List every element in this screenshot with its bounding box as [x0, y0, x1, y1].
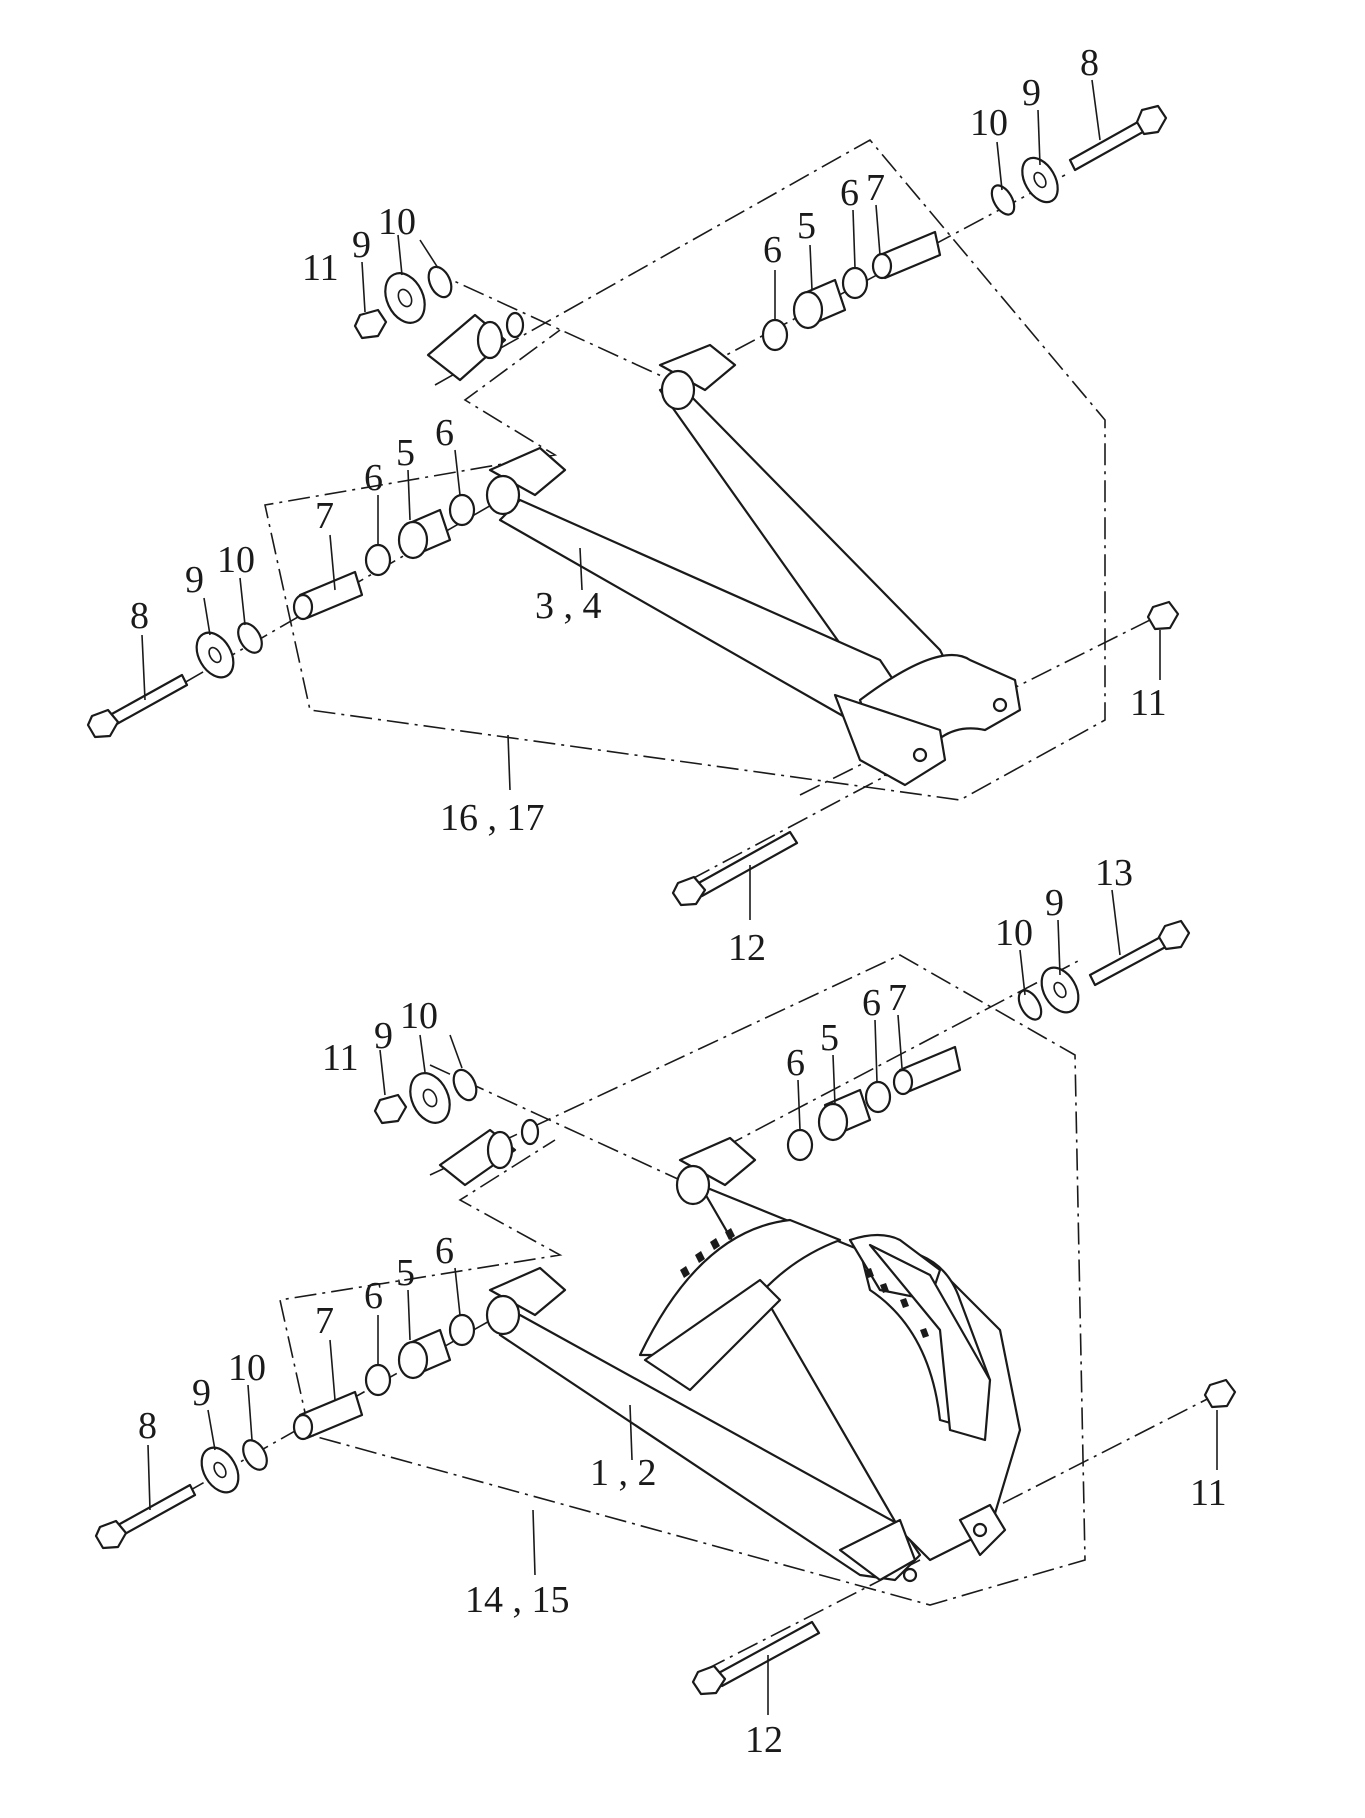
upper-arm-assembly: 8 10 9 6 5 6 7 11 9 10 7 6 5 6 8 9 10 3 … [86, 42, 1180, 969]
callout-upper-kit: 16 , 17 [440, 797, 545, 839]
callout-upper-8-left: 8 [130, 595, 149, 637]
upper-washer-9-far-left [195, 631, 235, 679]
callout-lower-10-right: 10 [995, 912, 1033, 954]
callout-lower-7-left: 7 [315, 1300, 334, 1342]
lower-kit-boundary [279, 954, 1086, 1606]
upper-left-hardware [86, 493, 476, 739]
upper-seal-6-left-b [448, 493, 476, 527]
upper-bolt-8-left [108, 673, 189, 727]
callout-lower-6-left-b: 6 [435, 1230, 454, 1272]
lower-a-arm [485, 1136, 1022, 1583]
upper-washer-9-left [384, 272, 426, 324]
upper-washer-10-far-left [237, 622, 263, 654]
upper-a-arm [485, 343, 1022, 787]
lower-washer-10-right [1017, 989, 1043, 1021]
callout-upper-10-right: 10 [970, 102, 1008, 144]
callout-upper-10-left: 10 [378, 201, 416, 243]
callout-upper-7-right: 7 [866, 167, 885, 209]
callout-lower-10-far-left: 10 [228, 1347, 266, 1389]
upper-nut-11-left [353, 308, 388, 340]
callout-lower-5-left: 5 [396, 1252, 415, 1294]
upper-washer-10-left [427, 265, 453, 299]
lower-axis-bottom [969, 1389, 1226, 1521]
lower-seal-6-left-a [364, 1363, 392, 1397]
lower-washer-10-far-left [242, 1439, 268, 1471]
callout-lower-6-left-a: 6 [364, 1275, 383, 1317]
lower-washer-9-right [1040, 966, 1080, 1014]
callout-upper-5-left: 5 [396, 432, 415, 474]
callout-lower-7-right: 7 [888, 977, 907, 1019]
callout-lower-kit: 14 , 15 [465, 1579, 570, 1621]
lower-right-hardware [786, 919, 1191, 1162]
upper-kit-boundary [264, 138, 1106, 801]
upper-washer-10-right [990, 184, 1016, 216]
callout-lower-11-right: 11 [1190, 1472, 1227, 1514]
lower-seal-6-left-b [448, 1313, 476, 1347]
callout-upper-6-left-b: 6 [435, 412, 454, 454]
lower-washer-9-far-left [200, 1446, 240, 1494]
lower-seal-6-right-b [864, 1080, 892, 1114]
upper-axis-left-top [429, 269, 671, 381]
callout-lower-9-right: 9 [1045, 882, 1064, 924]
callout-lower-13: 13 [1095, 852, 1133, 894]
lower-bolt-8-left [116, 1483, 197, 1537]
callout-upper-8-right: 8 [1080, 42, 1099, 84]
upper-nut-11-right [1146, 600, 1180, 631]
upper-washer-9-right [1021, 156, 1059, 204]
upper-callouts: 8 10 9 6 5 6 7 11 9 10 7 6 5 6 8 9 10 3 … [130, 42, 1167, 969]
upper-leaders [141, 79, 1161, 920]
callout-upper-11-right: 11 [1130, 682, 1167, 724]
upper-left-top-hardware [353, 265, 525, 382]
lower-arm-assembly: 13 10 9 6 5 6 7 11 9 10 7 6 5 6 8 9 10 1… [94, 852, 1237, 1761]
callout-lower-6-right-b: 6 [862, 982, 881, 1024]
lower-washer-10-left [452, 1068, 478, 1102]
upper-axis-bolt12 [689, 754, 926, 881]
callout-upper-7-left: 7 [315, 495, 334, 537]
callout-lower-6-right-a: 6 [786, 1042, 805, 1084]
callout-upper-12: 12 [728, 927, 766, 969]
callout-lower-10-left: 10 [400, 995, 438, 1037]
upper-seal-6-right-b [841, 266, 869, 300]
upper-seal-6-left-a [364, 543, 392, 577]
callout-lower-9-far-left: 9 [192, 1372, 211, 1414]
callout-lower-8-left: 8 [138, 1405, 157, 1447]
lower-callouts: 13 10 9 6 5 6 7 11 9 10 7 6 5 6 8 9 10 1… [138, 852, 1227, 1761]
upper-bolt-12 [671, 830, 799, 907]
callout-upper-9-right: 9 [1022, 72, 1041, 114]
callout-upper-9-far-left: 9 [185, 559, 204, 601]
callout-upper-10-far-left: 10 [217, 539, 255, 581]
callout-upper-6-right-a: 6 [763, 229, 782, 271]
lower-washer-9-left [409, 1072, 451, 1124]
callout-lower-11-left: 11 [322, 1037, 359, 1079]
callout-lower-5-right: 5 [820, 1017, 839, 1059]
lower-left-top-hardware [373, 1068, 540, 1187]
lower-nut-11-left [373, 1093, 408, 1125]
lower-nut-11-right [1203, 1378, 1237, 1409]
callout-upper-9-left: 9 [352, 224, 371, 266]
lower-bolt-12 [691, 1620, 821, 1696]
upper-seal-6-right-a [761, 318, 789, 352]
callout-upper-5-right: 5 [797, 205, 816, 247]
callout-upper-11-left: 11 [302, 247, 339, 289]
callout-lower-arm: 1 , 2 [590, 1452, 657, 1494]
lower-seal-6-right-a [786, 1128, 814, 1162]
callout-lower-12: 12 [745, 1719, 783, 1761]
callout-lower-9-left: 9 [374, 1015, 393, 1057]
callout-upper-arm: 3 , 4 [535, 585, 602, 627]
callout-upper-6-left-a: 6 [364, 457, 383, 499]
lower-leaders [147, 889, 1218, 1715]
callout-upper-6-right-b: 6 [840, 172, 859, 214]
